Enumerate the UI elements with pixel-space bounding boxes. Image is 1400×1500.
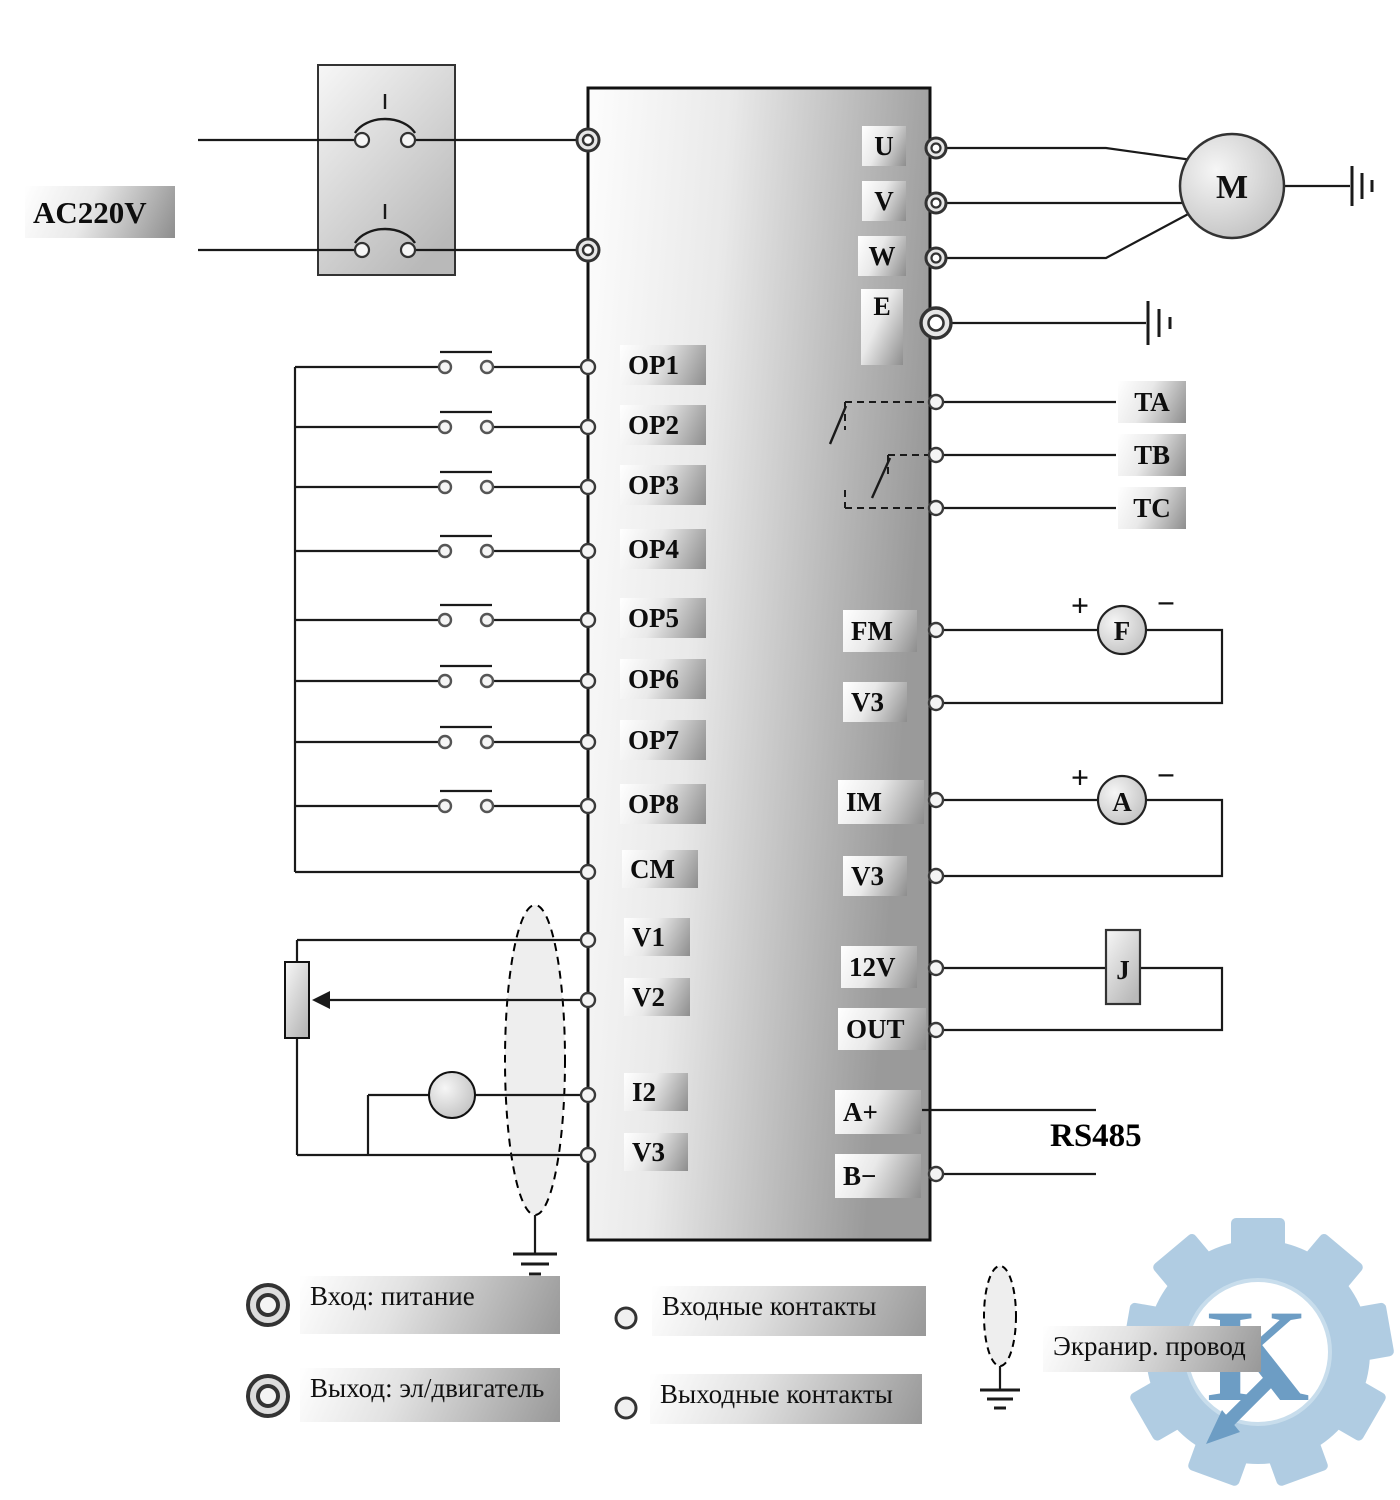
- terminal-label-op7: OP7: [620, 720, 706, 760]
- fm-plus-sign: +: [1071, 587, 1089, 623]
- input-switches: [437, 359, 495, 814]
- rs485-label: RS485: [1050, 1118, 1142, 1154]
- terminal-label-u: U: [862, 126, 906, 166]
- freq-meter-symbol: [1096, 604, 1148, 656]
- ammeter-symbol: [1096, 774, 1148, 826]
- load-letter: J: [1116, 955, 1130, 985]
- terminal-label-fm: FM: [843, 610, 917, 652]
- terminal-label-ta: TA: [1118, 381, 1186, 423]
- legend-output-motor: Выход: эл/двигатель: [300, 1368, 560, 1422]
- wire-layer: [198, 94, 1374, 1410]
- terminal-label-w: W: [858, 236, 906, 276]
- current-source-symbol: [428, 1071, 476, 1119]
- terminal-label-op4: OP4: [620, 529, 706, 569]
- legend-power-out-icon: [246, 1374, 290, 1418]
- terminal-label-op2: OP2: [620, 405, 706, 445]
- legend-output-contacts: Выходные контакты: [650, 1374, 922, 1424]
- potentiometer-symbol: [284, 961, 310, 1039]
- legend-input-power: Вход: питание: [300, 1276, 560, 1334]
- terminal-label-v3-im: V3: [843, 856, 907, 896]
- terminal-label-cm: CM: [622, 850, 698, 888]
- terminal-label-op6: OP6: [620, 659, 706, 699]
- terminal-label-im: IM: [838, 780, 924, 824]
- legend-shielded-wire: Экранир. провод: [1043, 1326, 1261, 1372]
- freq-meter-letter: F: [1114, 616, 1131, 646]
- relay-levers: [828, 405, 892, 499]
- legend-input-contacts: Входные контакты: [652, 1286, 926, 1336]
- terminal-label-op8: OP8: [620, 784, 706, 824]
- im-minus-sign: −: [1157, 757, 1175, 793]
- terminal-label-v3-left: V3: [624, 1133, 688, 1171]
- legend-input-contact-icon: [614, 1306, 638, 1330]
- terminal-label-op3: OP3: [620, 465, 706, 505]
- terminal-label-12v: 12V: [841, 946, 917, 988]
- legend-power-in-icon: [246, 1283, 290, 1327]
- shield-cable: [504, 904, 566, 1216]
- ac-source-label: AC220V: [25, 186, 175, 238]
- fm-minus-sign: −: [1157, 585, 1175, 621]
- terminal-label-op5: OP5: [620, 598, 706, 638]
- pot-arrow: [312, 991, 330, 1009]
- terminal-label-a-plus: A+: [835, 1090, 921, 1134]
- current-source-arrow: [445, 1078, 459, 1092]
- terminal-label-v3-fm: V3: [843, 682, 907, 722]
- relay-contacts: [844, 401, 928, 509]
- terminal-label-out: OUT: [838, 1008, 926, 1050]
- terminal-label-v1: V1: [624, 918, 690, 956]
- breaker-box: [317, 64, 456, 276]
- terminal-label-tc: TC: [1118, 487, 1186, 529]
- terminal-label-v: V: [862, 181, 906, 221]
- ammeter-letter: A: [1112, 787, 1132, 817]
- motor-letter: M: [1216, 169, 1248, 206]
- im-plus-sign: +: [1071, 759, 1089, 795]
- breaker-contacts: [353, 131, 417, 259]
- terminal-label-b-minus: B−: [835, 1154, 921, 1198]
- terminal-label-e: E: [861, 289, 903, 365]
- legend-shield-cable: [983, 1265, 1017, 1367]
- terminal-label-v2: V2: [624, 978, 690, 1016]
- load-j-symbol: [1104, 928, 1142, 1006]
- terminal-label-tb: TB: [1118, 434, 1186, 476]
- breaker-symbol: [353, 94, 417, 244]
- motor-symbol: [1178, 132, 1286, 240]
- terminal-label-op1: OP1: [620, 345, 706, 385]
- legend-output-contact-icon: [614, 1396, 638, 1420]
- terminal-label-i2: I2: [624, 1073, 688, 1111]
